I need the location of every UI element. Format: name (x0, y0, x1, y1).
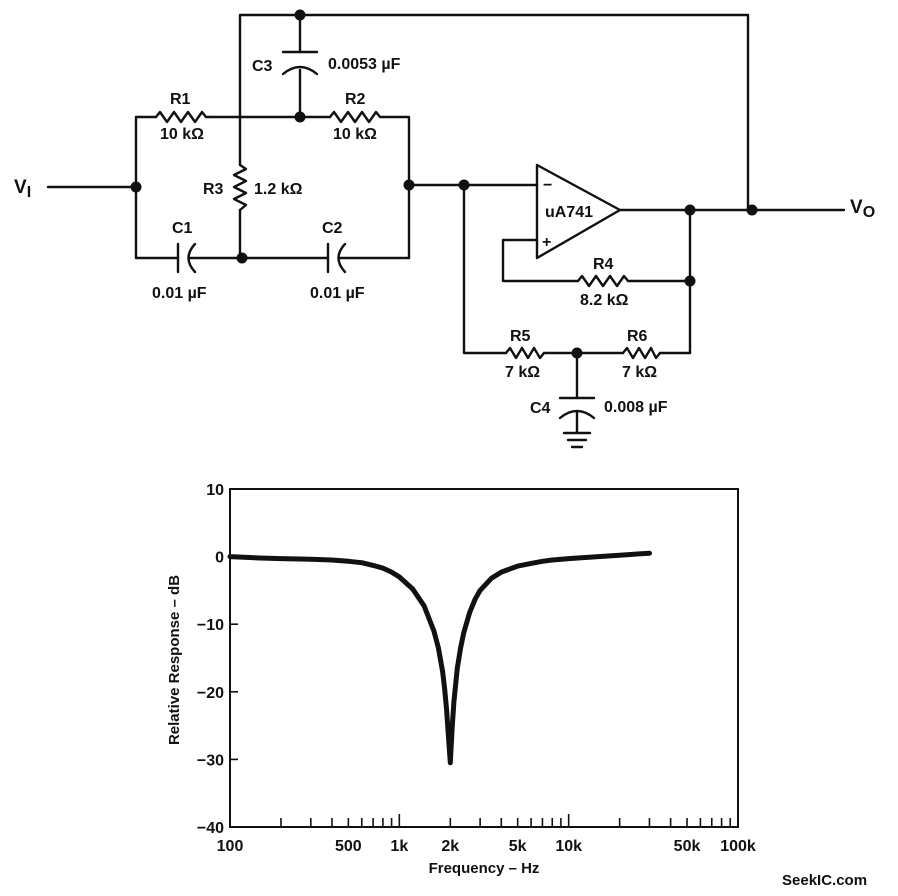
capacitor-c3 (281, 50, 319, 76)
y-axis-tick-labels: 10 0 −10 −20 −30 −40 (197, 482, 224, 837)
c3-ref-label: C3 (252, 58, 273, 75)
junctions (130, 9, 758, 359)
r2-ref-label: R2 (345, 91, 366, 108)
ground-symbol (562, 431, 592, 449)
r4-ref-label: R4 (593, 256, 614, 273)
y-tick-label: 10 (206, 482, 224, 499)
x-tick-label: 50k (674, 838, 701, 855)
schematic: − + uA741 VI VO C3 0.0053 µF R1 10 kΩ R2 (14, 9, 875, 449)
x-axis-label: Frequency – Hz (429, 860, 540, 877)
x-tick-label: 500 (335, 838, 362, 855)
r3-value-label: 1.2 kΩ (254, 181, 303, 198)
x-tick-label: 10k (555, 838, 582, 855)
capacitor-c1 (176, 242, 197, 274)
resistor-r5 (504, 346, 546, 360)
x-tick-label: 1k (390, 838, 408, 855)
response-curve-series (227, 550, 652, 766)
chart-plot-frame (229, 488, 739, 828)
x-tick-label: 2k (441, 838, 459, 855)
y-tick-label: −20 (197, 685, 224, 702)
c1-ref-label: C1 (172, 220, 193, 237)
r4-value-label: 8.2 kΩ (580, 292, 629, 309)
watermark-text: SeekIC.com (782, 872, 867, 889)
y-axis-ticks (230, 488, 238, 828)
capacitor-c2 (326, 242, 347, 274)
output-label: VO (850, 197, 875, 221)
r3-ref-label: R3 (203, 181, 224, 198)
x-tick-label: 5k (509, 838, 527, 855)
opamp-plus-label: + (542, 234, 551, 251)
c2-ref-label: C2 (322, 220, 343, 237)
resistor-r4 (576, 274, 634, 288)
y-tick-label: −40 (197, 820, 224, 837)
wires (46, 13, 846, 435)
resistor-r1 (154, 110, 212, 124)
resistors (154, 110, 662, 360)
r5-value-label: 7 kΩ (505, 364, 540, 381)
opamp-name-label: uA741 (545, 204, 593, 221)
capacitors (176, 50, 596, 420)
c4-value-label: 0.008 µF (604, 399, 668, 416)
r1-ref-label: R1 (170, 91, 191, 108)
x-tick-label: 100 (217, 838, 244, 855)
r6-value-label: 7 kΩ (622, 364, 657, 381)
c3-value-label: 0.0053 µF (328, 56, 401, 73)
x-tick-label: 100k (720, 838, 756, 855)
resistor-r6 (621, 346, 662, 360)
r2-value-label: 10 kΩ (333, 126, 377, 143)
r5-ref-label: R5 (510, 328, 531, 345)
r6-ref-label: R6 (627, 328, 648, 345)
capacitor-c4 (558, 396, 596, 420)
r1-value-label: 10 kΩ (160, 126, 204, 143)
input-label: VI (14, 177, 31, 201)
resistor-r2 (328, 110, 386, 124)
c1-value-label: 0.01 µF (152, 285, 207, 302)
x-axis-tick-labels: 100 500 1k 2k 5k 10k 50k 100k (217, 838, 756, 855)
opamp-minus-label: − (543, 177, 552, 194)
y-axis-label: Relative Response – dB (166, 575, 183, 745)
schematic-labels: VI VO C3 0.0053 µF R1 10 kΩ R2 10 kΩ R3 … (14, 56, 875, 417)
y-tick-label: 0 (215, 550, 224, 567)
opamp: − + uA741 (535, 163, 622, 260)
c2-value-label: 0.01 µF (310, 285, 365, 302)
resistor-r3 (232, 163, 248, 212)
x-axis-ticks (280, 814, 732, 827)
c4-ref-label: C4 (530, 400, 551, 417)
y-tick-label: −30 (197, 752, 224, 769)
y-tick-label: −10 (197, 617, 224, 634)
